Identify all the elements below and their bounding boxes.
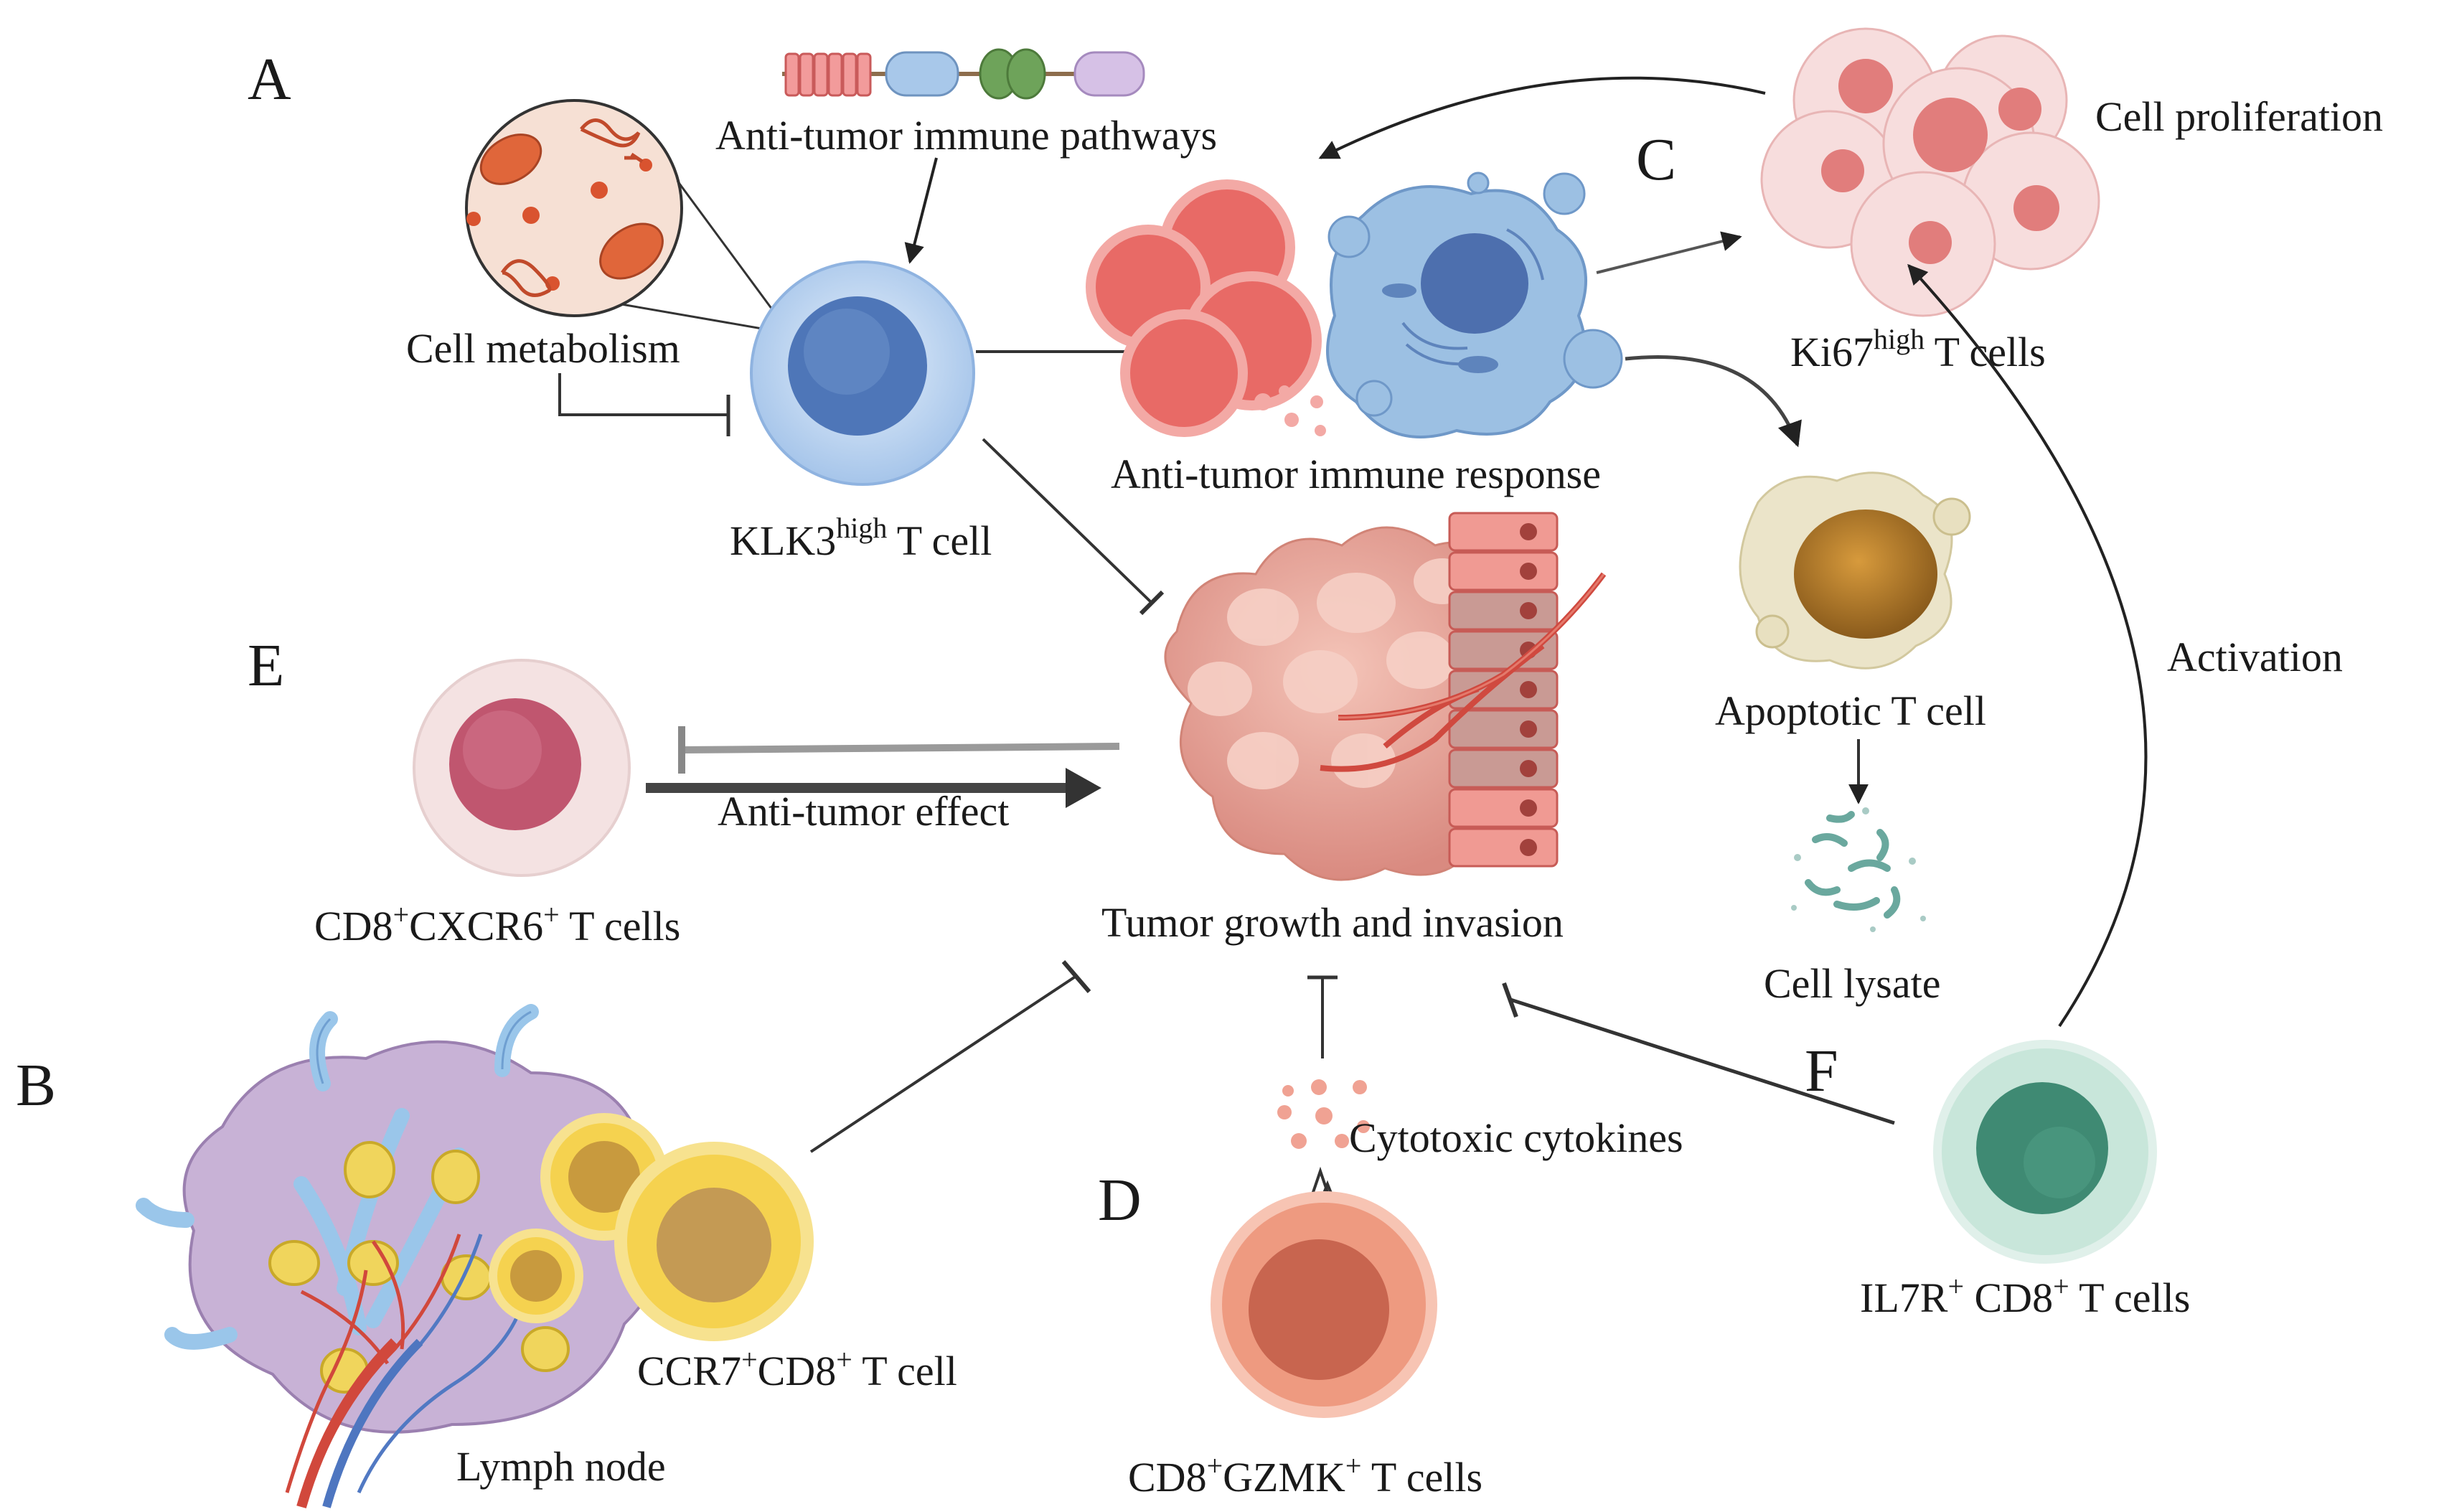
panel-label-b: B [16, 1052, 56, 1119]
ki67-label: Ki67high T cells [1790, 323, 2046, 375]
apoptotic-t-cell [1739, 471, 1971, 670]
red-tumor-cells-cluster [1086, 179, 1326, 437]
il7r-inhibit-tumor-line [1510, 997, 1895, 1125]
lymph-node-label: Lymph node [456, 1443, 666, 1490]
panel-label-d: D [1098, 1167, 1142, 1234]
anti-tumor-effect-label: Anti-tumor effect [718, 788, 1009, 835]
apoptotic-t-cell-label: Apoptotic T cell [1715, 687, 1986, 734]
il7r-t-cell [1933, 1040, 2157, 1264]
tumor-label: Tumor growth and invasion [1101, 899, 1564, 946]
ki67-proliferating-cells [1760, 27, 2100, 317]
pathway-arrow [904, 157, 938, 264]
tumor-inhibit-cxcr6-line [681, 743, 1120, 753]
klk3-inhibit-tumor-line [982, 438, 1153, 604]
cell-lysate-icon [1805, 811, 1901, 919]
il7r-label: IL7R+ CD8+ T cells [1860, 1270, 2190, 1321]
cytotoxic-cytokines-label: Cytotoxic cytokines [1349, 1114, 1683, 1161]
cell-metabolism-label: Cell metabolism [406, 325, 680, 372]
gzmk-t-cell [1211, 1191, 1437, 1418]
ccr7-inhibit-tumor-line [809, 975, 1078, 1153]
protein-domains-icon [782, 48, 1145, 100]
panel-label-a: A [248, 46, 291, 113]
response-to-apoptosis-arrow [1625, 355, 1802, 448]
cxcr6-t-cell [413, 659, 631, 877]
anti-tumor-pathways-label: Anti-tumor immune pathways [715, 112, 1217, 159]
lysate-particles [1791, 807, 1926, 932]
panel-label-e: E [248, 632, 284, 699]
macrophage-cell [1326, 172, 1623, 438]
ccr7-label: CCR7+CD8+ T cell [637, 1343, 957, 1394]
cell-lysate-label: Cell lysate [1764, 960, 1940, 1007]
activation-arrow [1907, 263, 2148, 1028]
metabolism-inhibition-line [558, 373, 728, 416]
cxcr6-label: CD8+CXCR6+ T cells [314, 898, 680, 949]
mitochondria-magnifier-icon [465, 99, 683, 317]
ki67-feedback-arrow [1318, 76, 1766, 159]
panel-label-f: F [1805, 1038, 1838, 1104]
ccr7-t-cells [489, 1113, 814, 1341]
panel-label-c: C [1636, 126, 1676, 193]
activation-label: Activation [2167, 634, 2343, 680]
klk3-t-cell-label: KLK3high T cell [730, 512, 992, 564]
cell-proliferation-label: Cell proliferation [2095, 93, 2383, 140]
cytokine-particles [1277, 1079, 1370, 1149]
klk3-t-cell [750, 260, 975, 486]
tumor-mass [1164, 512, 1607, 881]
response-to-ki67-arrow [1596, 231, 1742, 274]
gzmk-label: CD8+GZMK+ T cells [1128, 1450, 1482, 1501]
lymph-node [136, 1004, 668, 1508]
anti-tumor-response-label: Anti-tumor immune response [1111, 451, 1601, 497]
